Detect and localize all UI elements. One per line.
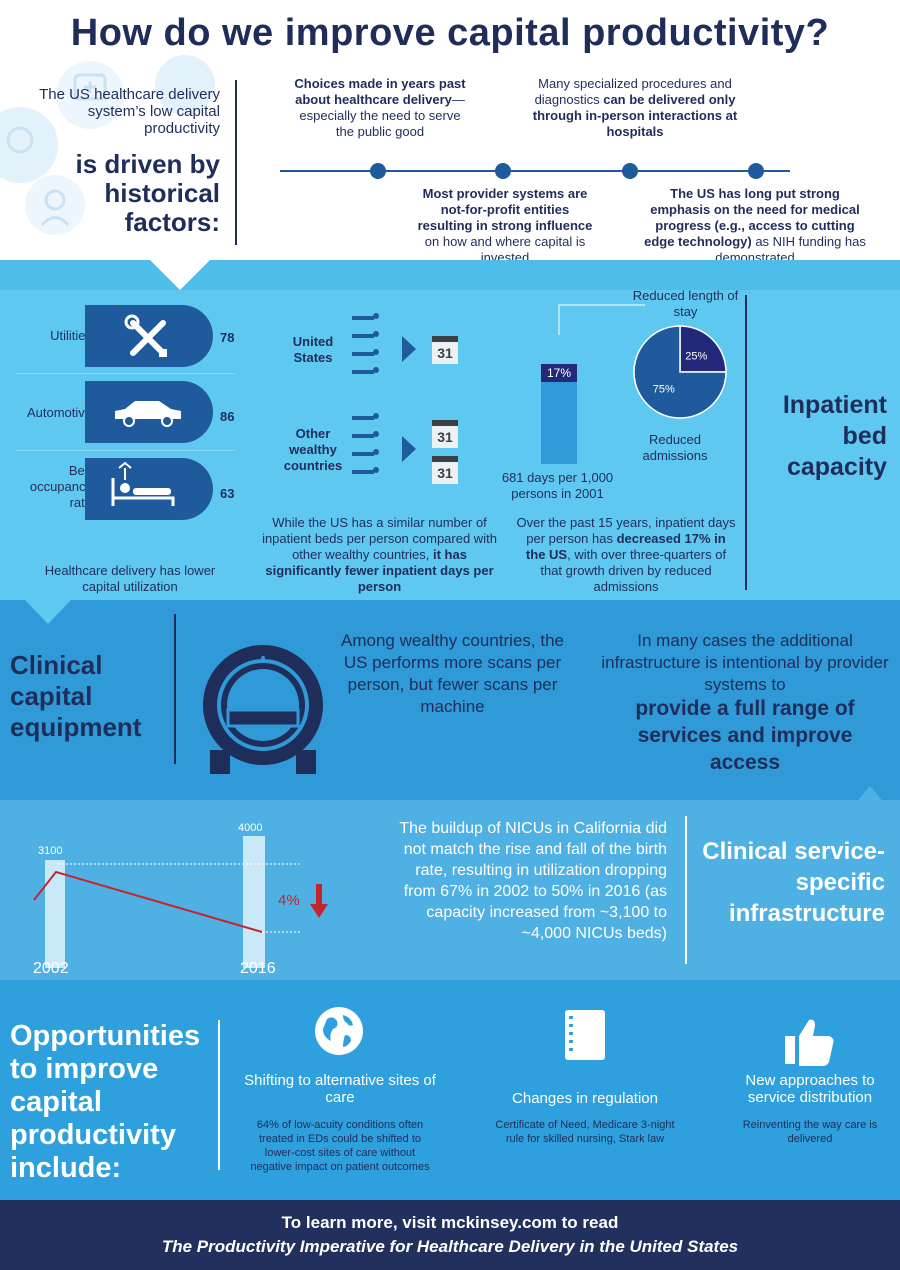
divider <box>685 816 687 964</box>
tools-icon <box>124 314 167 357</box>
arrow-right-icon <box>402 336 416 362</box>
pointer-arrow <box>25 600 71 624</box>
nicu-bar-2002 <box>45 860 65 968</box>
opportunity-title: Changes in regulation <box>512 1090 658 1107</box>
inpatient-days-caption: Over the past 15 years, inpatient days p… <box>516 515 736 594</box>
scans-text: Among wealthy countries, the US performs… <box>340 631 564 716</box>
nicu-bar-2016 <box>243 836 265 968</box>
nicu-section: 3100 4000 4% 2002 2016 The buildup of NI… <box>0 800 900 985</box>
clinical-equipment-section: Clinical capital equipment Among wealthy… <box>0 600 900 810</box>
historical-factors-section: How do we improve capital productivity? … <box>0 0 900 290</box>
divider <box>235 80 237 245</box>
intro-emphasis: is driven by historical factors: <box>75 149 221 237</box>
mri-scanner-icon <box>203 645 323 774</box>
factor-in-person: Many specialized procedures and diagnost… <box>532 76 738 139</box>
hospital-bed-icon <box>111 461 175 506</box>
year-2016: 2016 <box>240 960 276 977</box>
other-countries-label: Other wealthy countries <box>283 426 343 473</box>
equipment-label: Clinical capital equipment <box>10 650 142 742</box>
opportunity-desc: 64% of low-acuity conditions often treat… <box>250 1119 430 1173</box>
pie-slice-label: 25% <box>685 351 707 363</box>
pie-slice <box>679 325 727 373</box>
utilities-value: 78 <box>220 330 235 345</box>
calendar-icon: 31 <box>432 420 458 448</box>
separator <box>15 373 235 374</box>
divider <box>745 295 747 590</box>
infrastructure-text: In many cases the additional infrastruct… <box>601 631 889 694</box>
infrastructure-emphasis: provide a full range of services and imp… <box>635 697 855 774</box>
opportunity-title: Shifting to alternative sites of care <box>244 1072 436 1106</box>
footer-line: To learn more, visit mckinsey.com to rea… <box>281 1213 619 1232</box>
calendar-icon: 31 <box>432 456 458 484</box>
nicu-text: The buildup of NICUs in California did n… <box>399 820 667 942</box>
factor-medical-progress: The US has long put strong emphasis on t… <box>644 186 866 265</box>
divider <box>218 1020 220 1170</box>
opportunities-label: Opportunities to improve capital product… <box>10 1020 201 1184</box>
bed-occupancy-label: Bed occupancy rate <box>29 463 92 510</box>
pie-bottom-label: Reduced admissions <box>642 432 708 463</box>
timeline-dot <box>622 163 638 179</box>
factor-past-choices: Choices made in years past about healthc… <box>294 76 466 139</box>
nicu-value-2002: 3100 <box>38 845 63 857</box>
nicu-value-2016: 4000 <box>238 822 263 834</box>
year-2002: 2002 <box>33 960 69 977</box>
bar-label: 17% <box>541 364 577 382</box>
beds-caption: While the US has a similar number of inp… <box>262 515 497 594</box>
divider <box>174 614 176 764</box>
medical-background-icons <box>0 55 215 235</box>
down-arrow-icon <box>310 884 328 918</box>
us-label: United States <box>292 334 334 365</box>
automotive-label: Automotive <box>26 405 92 420</box>
bed-occupancy-value: 63 <box>220 486 235 501</box>
utilities-label: Utilities <box>50 328 92 343</box>
timeline-dot <box>495 163 511 179</box>
pie-chart: 25% 75% <box>633 325 727 419</box>
opportunity-desc: Certificate of Need, Medicare 3-night ru… <box>495 1119 675 1145</box>
beds-icon <box>352 413 379 474</box>
automotive-value: 86 <box>220 409 235 424</box>
pie-slice <box>633 325 727 419</box>
page-title: How do we improve capital productivity? <box>70 12 830 54</box>
nicu-label: Clinical service-specific infrastructure <box>702 838 885 927</box>
footer-report-link[interactable]: The Productivity Imperative for Healthca… <box>161 1237 739 1256</box>
nicu-delta: 4% <box>278 892 300 909</box>
inpatient-label: Inpatient bed capacity <box>782 391 887 481</box>
intro-text: The US healthcare delivery system’s low … <box>39 86 220 137</box>
timeline-dot <box>370 163 386 179</box>
opportunity-title: New approaches to service distribution <box>745 1072 875 1106</box>
inpatient-bar <box>541 382 577 464</box>
separator <box>15 450 235 451</box>
car-icon <box>115 401 181 427</box>
opportunities-section: Opportunities to improve capital product… <box>0 980 900 1200</box>
pointer-arrow <box>150 260 210 290</box>
automotive-pill <box>85 381 213 443</box>
calendar-icon: 31 <box>432 336 458 364</box>
utilization-trend-line <box>33 863 300 933</box>
arrow-right-icon <box>402 436 416 462</box>
bed-occupancy-pill <box>85 458 213 520</box>
footer: To learn more, visit mckinsey.com to rea… <box>0 1200 900 1270</box>
beds-icon <box>352 313 379 374</box>
utilization-caption: Healthcare delivery has lower capital ut… <box>44 563 216 594</box>
bar-caption: 681 days per 1,000 persons in 2001 <box>501 470 614 501</box>
notebook-icon <box>565 1010 605 1060</box>
utilities-pill <box>85 305 213 367</box>
globe-icon <box>315 1007 363 1055</box>
pie-top-label: Reduced length of stay <box>632 288 739 319</box>
factor-not-for-profit: Most provider systems are not-for-profit… <box>417 186 593 265</box>
opportunity-desc: Reinventing the way care is delivered <box>742 1119 878 1145</box>
bracket-line <box>558 304 645 335</box>
inpatient-capacity-section: Utilities 78 Automotive 86 Bed occupancy… <box>0 260 900 610</box>
pie-slice-label: 75% <box>653 383 675 395</box>
thumbs-up-icon <box>785 1019 834 1066</box>
timeline-line <box>280 170 790 172</box>
timeline-dot <box>748 163 764 179</box>
